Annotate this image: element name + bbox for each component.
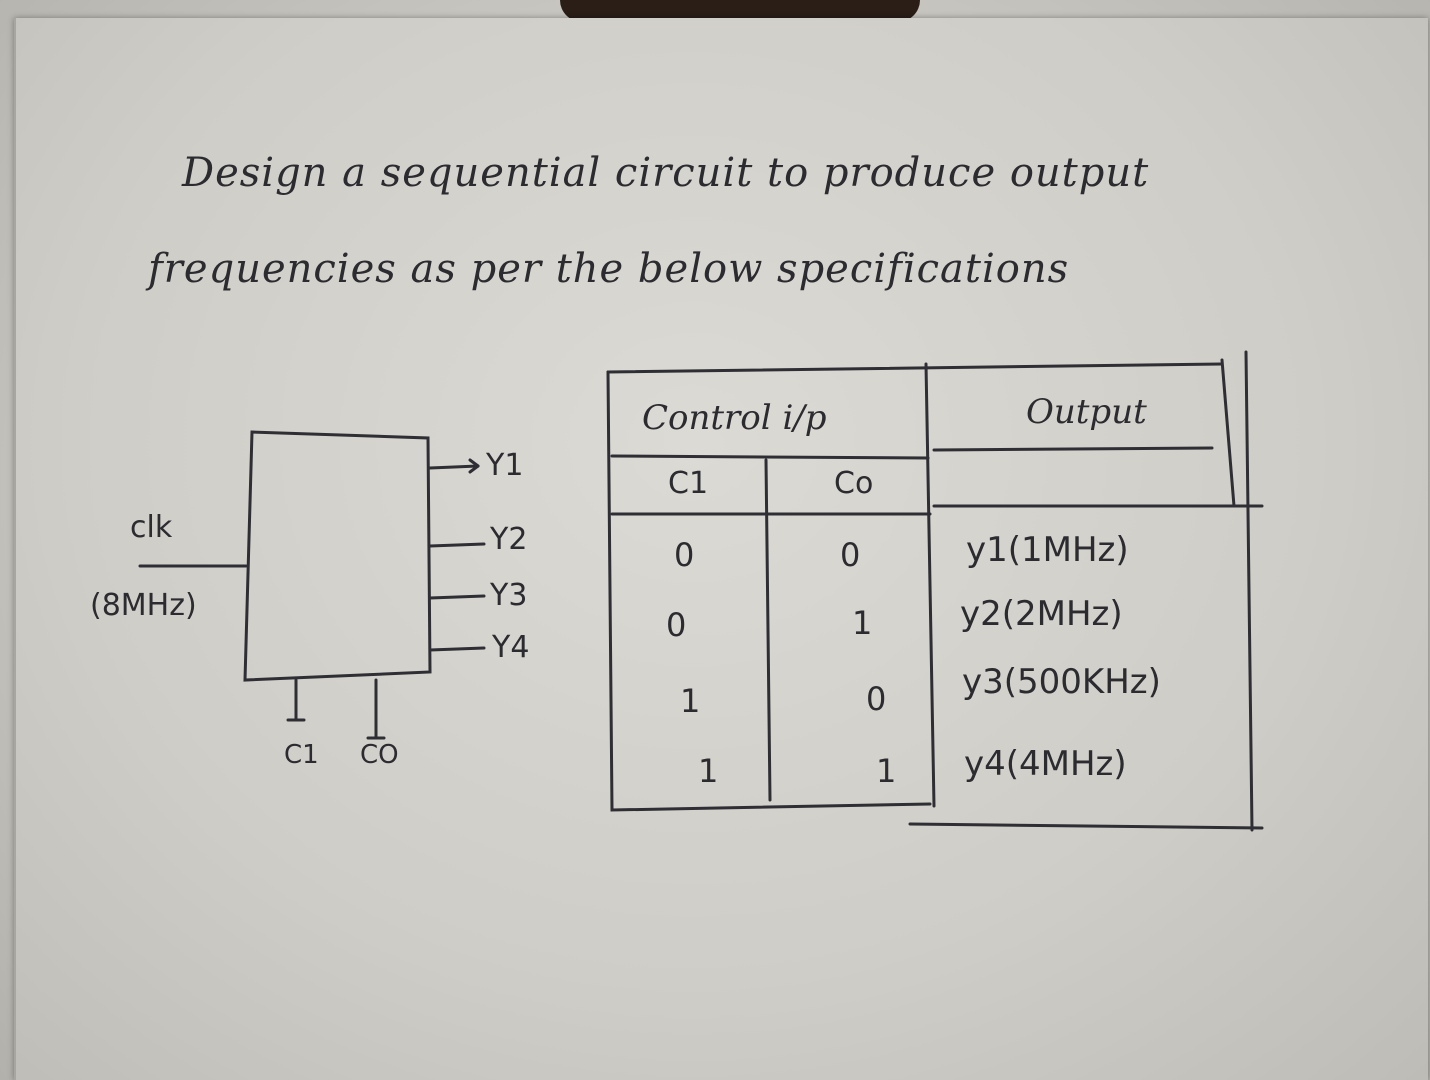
row3-output: y3(500KHz) <box>962 662 1161 702</box>
problem-line-2: frequencies as per the below specificati… <box>148 246 1070 292</box>
output-y4-label: Y4 <box>492 630 530 665</box>
row1-c1: 0 <box>674 536 695 574</box>
row2-c0: 1 <box>852 604 873 642</box>
row2-output: y2(2MHz) <box>960 594 1123 634</box>
row2-c1: 0 <box>666 606 687 644</box>
clk-label: clk <box>130 510 173 545</box>
output-y3-label: Y3 <box>490 578 528 613</box>
table-subheader-c0: Co <box>834 466 874 501</box>
output-y1-label: Y1 <box>486 448 524 483</box>
row4-c0: 1 <box>876 752 897 790</box>
row1-c0: 0 <box>840 536 861 574</box>
table-header-control: Control i/p <box>642 398 827 438</box>
table-subheader-c1: C1 <box>668 466 709 501</box>
row3-c0: 0 <box>866 680 887 718</box>
table-header-output: Output <box>1026 392 1147 432</box>
top-shadow <box>560 0 920 22</box>
row4-output: y4(4MHz) <box>964 744 1127 784</box>
clk-frequency: (8MHz) <box>90 588 197 623</box>
problem-line-1: Design a sequential circuit to produce o… <box>182 150 1150 196</box>
row3-c1: 1 <box>680 682 701 720</box>
row4-c1: 1 <box>698 752 719 790</box>
row1-output: y1(1MHz) <box>966 530 1129 570</box>
control-c1-label: C1 <box>284 740 319 770</box>
control-c0-label: CO <box>360 740 399 770</box>
output-y2-label: Y2 <box>490 522 528 557</box>
